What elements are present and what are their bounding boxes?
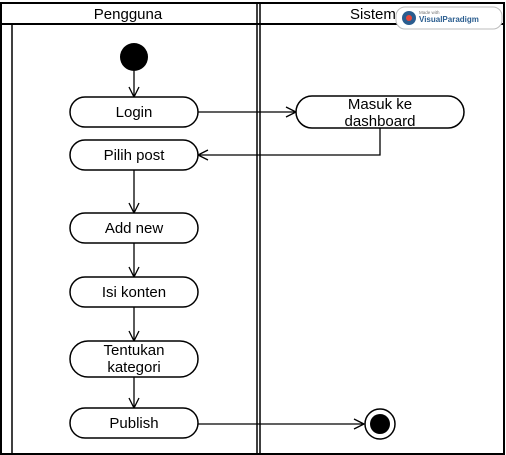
action-pilih-post (69, 139, 199, 171)
action-add-new (69, 212, 199, 244)
visual-paradigm-watermark: Made with VisualParadigm (395, 6, 503, 30)
label-publish: Publish (109, 415, 158, 432)
action-publish (69, 407, 199, 439)
lane-title-pengguna: Pengguna (94, 6, 163, 23)
watermark-top-line: Made with (419, 10, 440, 15)
final-node (364, 408, 396, 440)
flow-masuk-to-pilih-post (198, 128, 381, 155)
action-isi-konten (69, 276, 199, 308)
action-login (69, 96, 199, 128)
action-masuk-dashboard (295, 95, 465, 129)
label-isi-konten: Isi konten (102, 284, 166, 301)
label-masuk-line2: dashboard (345, 113, 416, 130)
label-login: Login (116, 104, 153, 121)
watermark-brand: VisualParadigm (419, 15, 479, 24)
initial-node (120, 43, 148, 71)
label-tentukan-line2: kategori (107, 359, 160, 376)
lane-title-sistem: Sistem (350, 6, 396, 23)
label-masuk-line1: Masuk ke (348, 96, 412, 113)
action-tentukan-kategori (69, 340, 199, 378)
label-pilih-post: Pilih post (104, 147, 166, 164)
label-tentukan-line1: Tentukan (104, 342, 165, 359)
label-add-new: Add new (105, 220, 164, 237)
